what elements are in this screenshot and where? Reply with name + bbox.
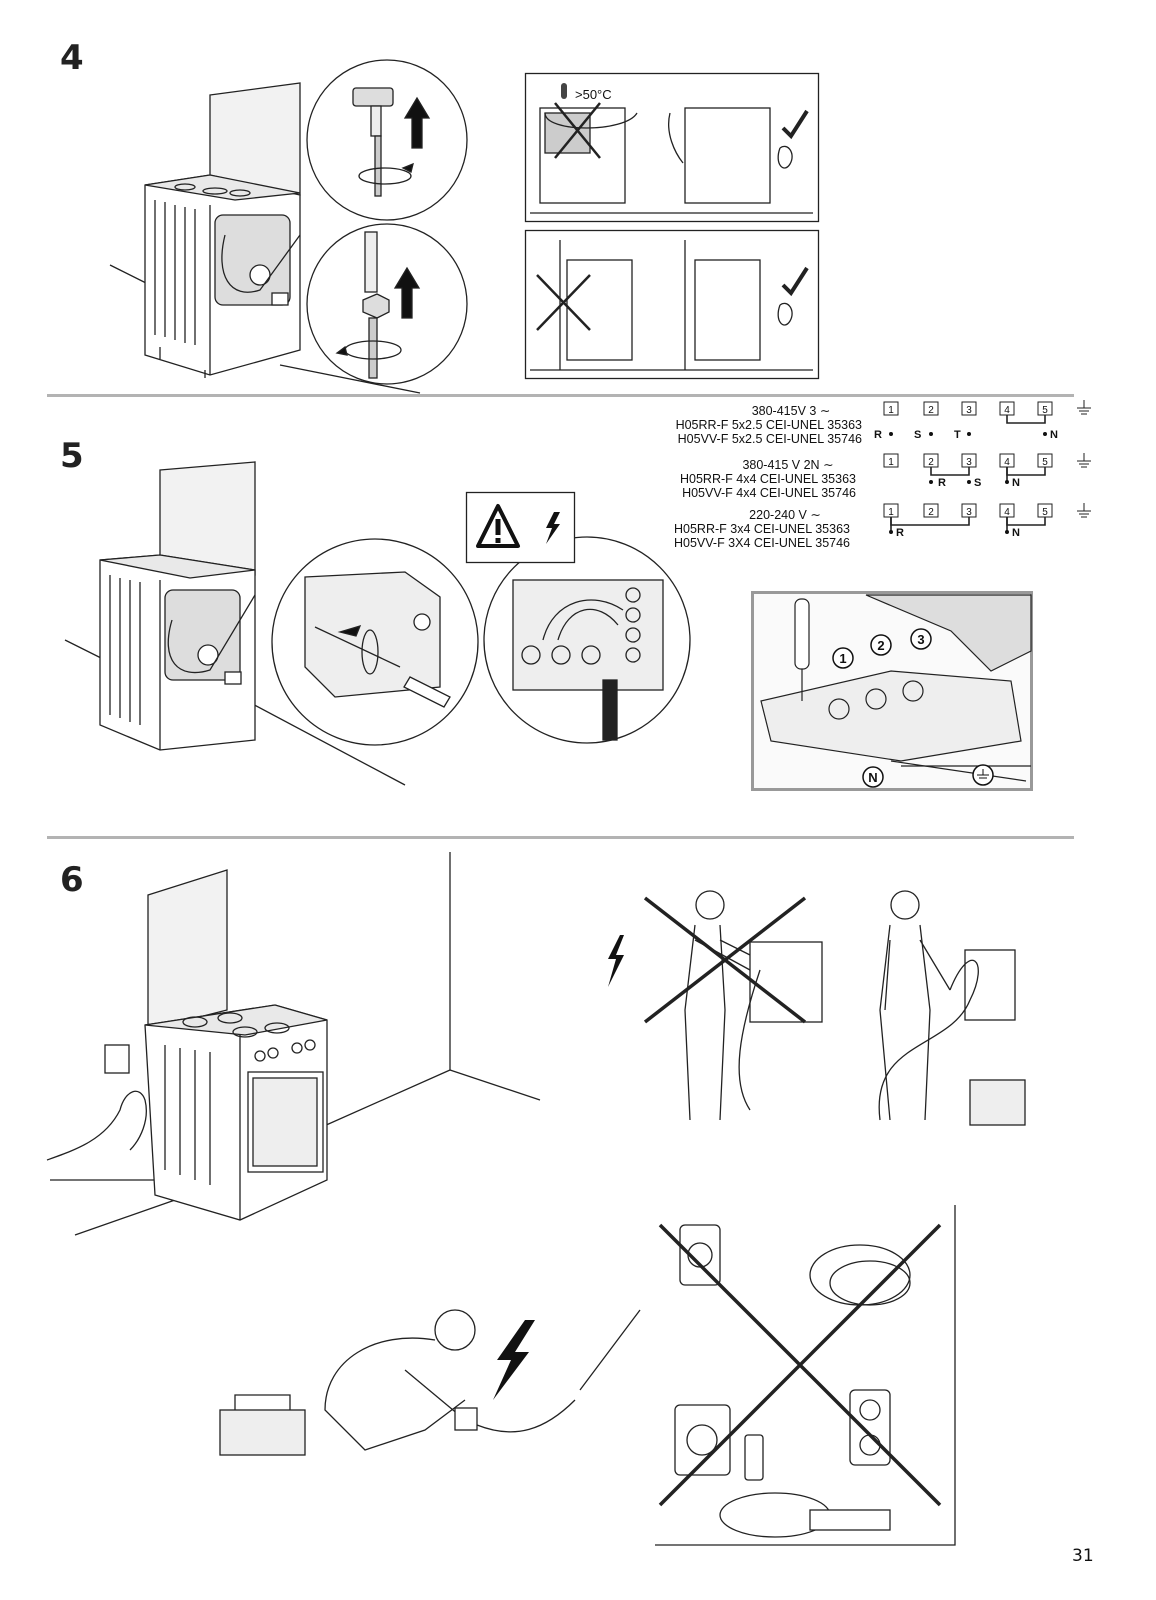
cooker-electrical-connection-illustration xyxy=(64,461,406,786)
svg-text:1: 1 xyxy=(888,405,894,416)
svg-text:N: N xyxy=(1012,477,1020,489)
neutral-label: N xyxy=(868,770,877,785)
callout-label: 2 xyxy=(877,638,884,653)
section-divider xyxy=(47,836,1074,839)
svg-text:5: 5 xyxy=(1042,457,1048,468)
svg-text:4: 4 xyxy=(1004,405,1010,416)
unqualified-person-prohibited-illustration xyxy=(608,890,823,1121)
svg-text:3: 3 xyxy=(966,405,972,416)
svg-text:4: 4 xyxy=(1004,507,1010,518)
cable-spec-line: H05VV-F 4x4 CEI-UNEL 35746 xyxy=(682,486,856,500)
svg-text:R: R xyxy=(874,429,882,441)
callout-label: 1 xyxy=(839,651,846,666)
step-number-6: 6 xyxy=(60,860,84,900)
callout-label: 3 xyxy=(917,632,924,647)
svg-text:4: 4 xyxy=(1004,457,1010,468)
svg-text:2: 2 xyxy=(928,405,934,416)
cable-spec-line: H05RR-F 5x2.5 CEI-UNEL 35363 xyxy=(675,418,862,432)
section-divider xyxy=(47,394,1074,397)
svg-text:2: 2 xyxy=(928,507,934,518)
hose-wall-clearance-correct-incorrect-panel xyxy=(524,229,820,380)
terminal-block-detail-magnifier xyxy=(483,536,691,744)
step-number-5: 5 xyxy=(60,436,84,476)
step-number-4: 4 xyxy=(60,38,84,78)
qualified-electrician-illustration xyxy=(878,890,1026,1126)
svg-text:5: 5 xyxy=(1042,405,1048,416)
electric-shock-warning-box xyxy=(465,491,576,564)
wiring-spec-2n: 380-415 V 2N ∼ H05RR-F 4x4 CEI-UNEL 3536… xyxy=(680,458,856,500)
terminal-connector-photo: 1 2 3 N xyxy=(751,591,1033,791)
cable-spec-line: H05VV-F 3X4 CEI-UNEL 35746 xyxy=(673,536,850,550)
page-number: 31 xyxy=(1072,1546,1094,1566)
gas-tap-detail-magnifier xyxy=(306,59,468,221)
no-adapters-extension-cords-illustration xyxy=(579,1205,956,1546)
cable-spec-line: H05RR-F 3x4 CEI-UNEL 35363 xyxy=(674,522,850,536)
svg-text:N: N xyxy=(1050,429,1058,441)
terminal-cover-screwdriver-magnifier xyxy=(271,538,479,746)
temperature-warning-label: >50°C xyxy=(575,87,612,102)
electrician-testing-socket-illustration xyxy=(219,1309,576,1456)
svg-text:T: T xyxy=(954,429,961,441)
hose-nut-detail-magnifier xyxy=(306,223,468,385)
cable-spec-line: H05VV-F 5x2.5 CEI-UNEL 35746 xyxy=(677,432,862,446)
hose-routing-correct-incorrect-panel: >50°C xyxy=(524,72,820,223)
cooker-rear-gas-connection-illustration xyxy=(109,82,421,394)
voltage-label: 380-415 V 2N xyxy=(742,458,820,472)
svg-text:2: 2 xyxy=(928,457,934,468)
svg-text:R: R xyxy=(896,527,904,539)
voltage-label: 220-240 V xyxy=(749,508,807,522)
svg-text:3: 3 xyxy=(966,457,972,468)
svg-text:5: 5 xyxy=(1042,507,1048,518)
svg-text:S: S xyxy=(914,429,921,441)
svg-text:N: N xyxy=(1012,527,1020,539)
wiring-spec-3phase: 380-415V 3 ∼ H05RR-F 5x2.5 CEI-UNEL 3536… xyxy=(675,404,862,446)
svg-text:1: 1 xyxy=(888,457,894,468)
cooker-plugged-into-socket-illustration xyxy=(46,852,541,1236)
wiring-spec-single-phase: 220-240 V ∼ H05RR-F 3x4 CEI-UNEL 35363 H… xyxy=(673,508,850,550)
cable-spec-line: H05RR-F 4x4 CEI-UNEL 35363 xyxy=(680,472,856,486)
svg-text:S: S xyxy=(974,477,981,489)
svg-text:R: R xyxy=(938,477,946,489)
svg-text:3: 3 xyxy=(966,507,972,518)
svg-text:1: 1 xyxy=(888,507,894,518)
voltage-label: 380-415V 3 xyxy=(751,404,817,418)
